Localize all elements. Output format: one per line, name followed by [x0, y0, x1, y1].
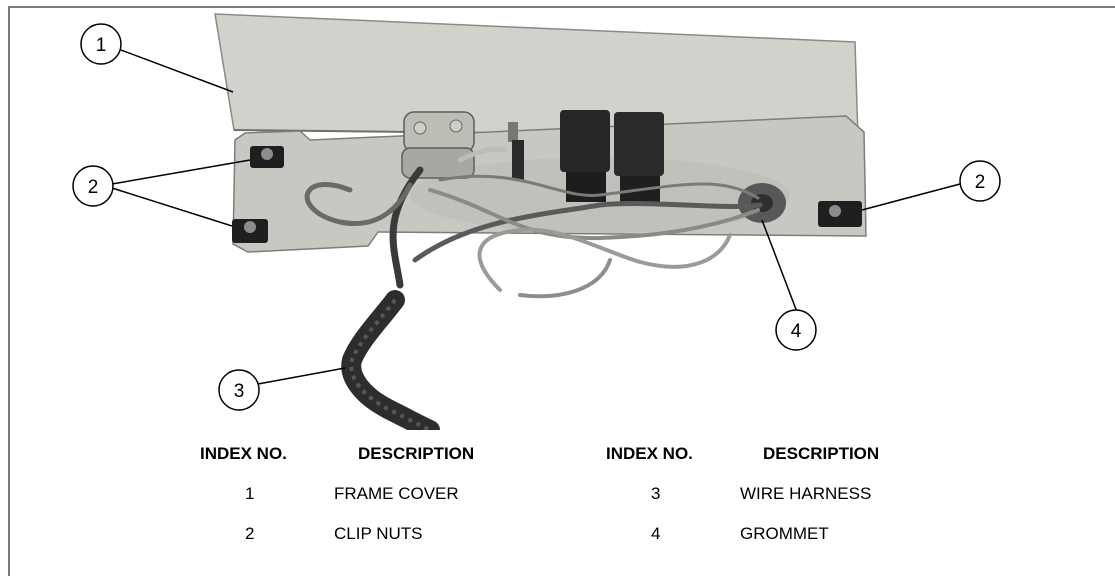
- callout-4-label: 4: [791, 321, 802, 342]
- leader-2b: [111, 187, 233, 227]
- legend-row-index: 3: [651, 484, 661, 503]
- legend-row-index: 2: [245, 524, 255, 543]
- frame-cover-flange: [214, 13, 859, 138]
- leader-2a: [111, 159, 251, 185]
- leader-1: [120, 49, 234, 93]
- callout-3-label: 3: [234, 381, 245, 402]
- grommet: [738, 183, 786, 223]
- legend-header-description-right: DESCRIPTION: [763, 444, 880, 463]
- callout-2-left-label: 2: [88, 177, 99, 198]
- callout-2-right-label: 2: [975, 172, 986, 193]
- legend-header-index-right: INDEX NO.: [606, 444, 693, 463]
- callout-3: 3: [218, 369, 260, 411]
- fuse-holder: [401, 111, 475, 179]
- legend-row-description: FRAME COVER: [334, 484, 459, 503]
- relay-right: [614, 112, 664, 204]
- clip-nut-top-left: [250, 146, 284, 168]
- legend-row-description: CLIP NUTS: [334, 524, 423, 543]
- parts-photo: 1 2 2 3 4: [72, 13, 1001, 430]
- legend-row-index: 4: [651, 524, 661, 543]
- relay-left: [560, 110, 610, 202]
- wire-harness: [304, 146, 763, 299]
- leader-2c: [861, 183, 961, 211]
- clip-nut-right: [818, 201, 862, 227]
- legend-row-index: 1: [245, 484, 255, 503]
- figure-frame: [8, 6, 1115, 576]
- callout-2-right: 2: [959, 160, 1001, 202]
- leader-3: [257, 367, 346, 385]
- legend-row-description: GROMMET: [740, 524, 829, 543]
- legend-row-description: WIRE HARNESS: [740, 484, 872, 503]
- braided-bundle: [341, 290, 440, 430]
- terminal-stud: [508, 122, 518, 142]
- callout-1: 1: [80, 23, 122, 65]
- legend-header-description-left: DESCRIPTION: [358, 444, 475, 463]
- callout-4: 4: [775, 309, 817, 351]
- leader-4: [761, 219, 798, 313]
- clip-nut-bottom-left: [232, 219, 268, 243]
- callout-2-left: 2: [72, 165, 114, 207]
- callout-1-label: 1: [96, 35, 107, 56]
- legend-header-index-left: INDEX NO.: [200, 444, 287, 463]
